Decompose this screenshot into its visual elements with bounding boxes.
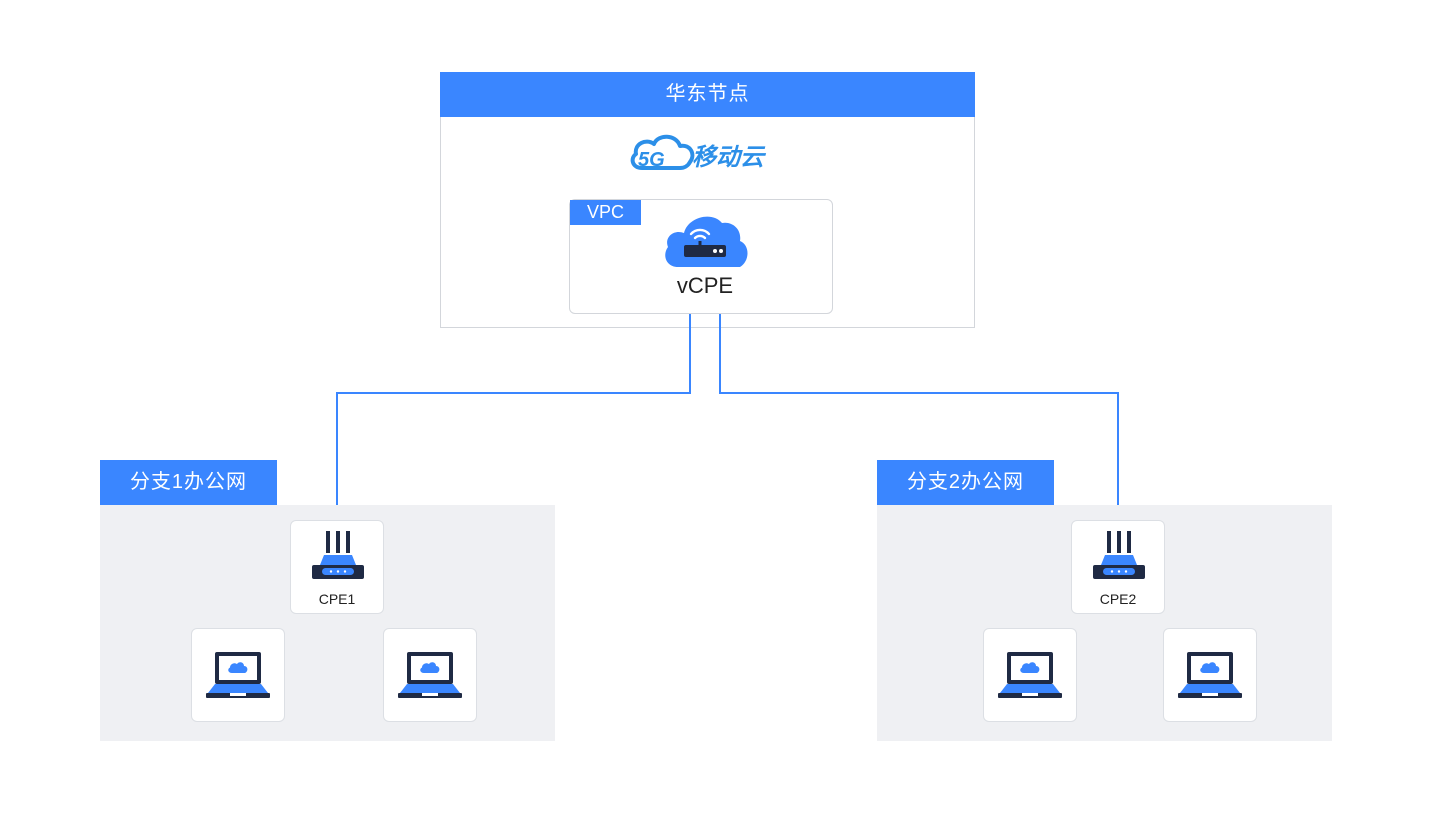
cloud-router-icon — [665, 216, 748, 267]
branch2-laptop-1[interactable] — [983, 628, 1077, 722]
brand-logo: 5G 移动云 — [630, 134, 767, 171]
router-icon — [312, 531, 364, 579]
branch2-label: 分支2办公网 — [877, 460, 1054, 505]
branch1-label: 分支1办公网 — [100, 460, 277, 505]
link-vcpe-cpe1 — [336, 314, 691, 505]
branch1-laptop-1[interactable] — [191, 628, 285, 722]
cpe1-label: CPE1 — [318, 591, 356, 607]
link-vcpe-cpe2 — [719, 314, 1119, 505]
laptop-cloud-icon — [398, 652, 462, 698]
vpc-label: VPC — [570, 200, 641, 225]
brand-cloud-icon — [630, 134, 695, 170]
branch2-laptop-2[interactable] — [1163, 628, 1257, 722]
brand-badge: 5G — [638, 149, 665, 171]
router-icon — [1093, 531, 1145, 579]
vcpe-label: vCPE — [676, 273, 734, 298]
brand-text: 移动云 — [692, 143, 767, 171]
cpe2-label: CPE2 — [1099, 591, 1137, 607]
branch1-laptop-2[interactable] — [383, 628, 477, 722]
laptop-cloud-icon — [1178, 652, 1242, 698]
laptop-cloud-icon — [206, 652, 270, 698]
cpe1-card[interactable]: CPE1 — [290, 520, 384, 614]
cpe2-card[interactable]: CPE2 — [1071, 520, 1165, 614]
region-title: 华东节点 — [440, 72, 975, 117]
laptop-cloud-icon — [998, 652, 1062, 698]
